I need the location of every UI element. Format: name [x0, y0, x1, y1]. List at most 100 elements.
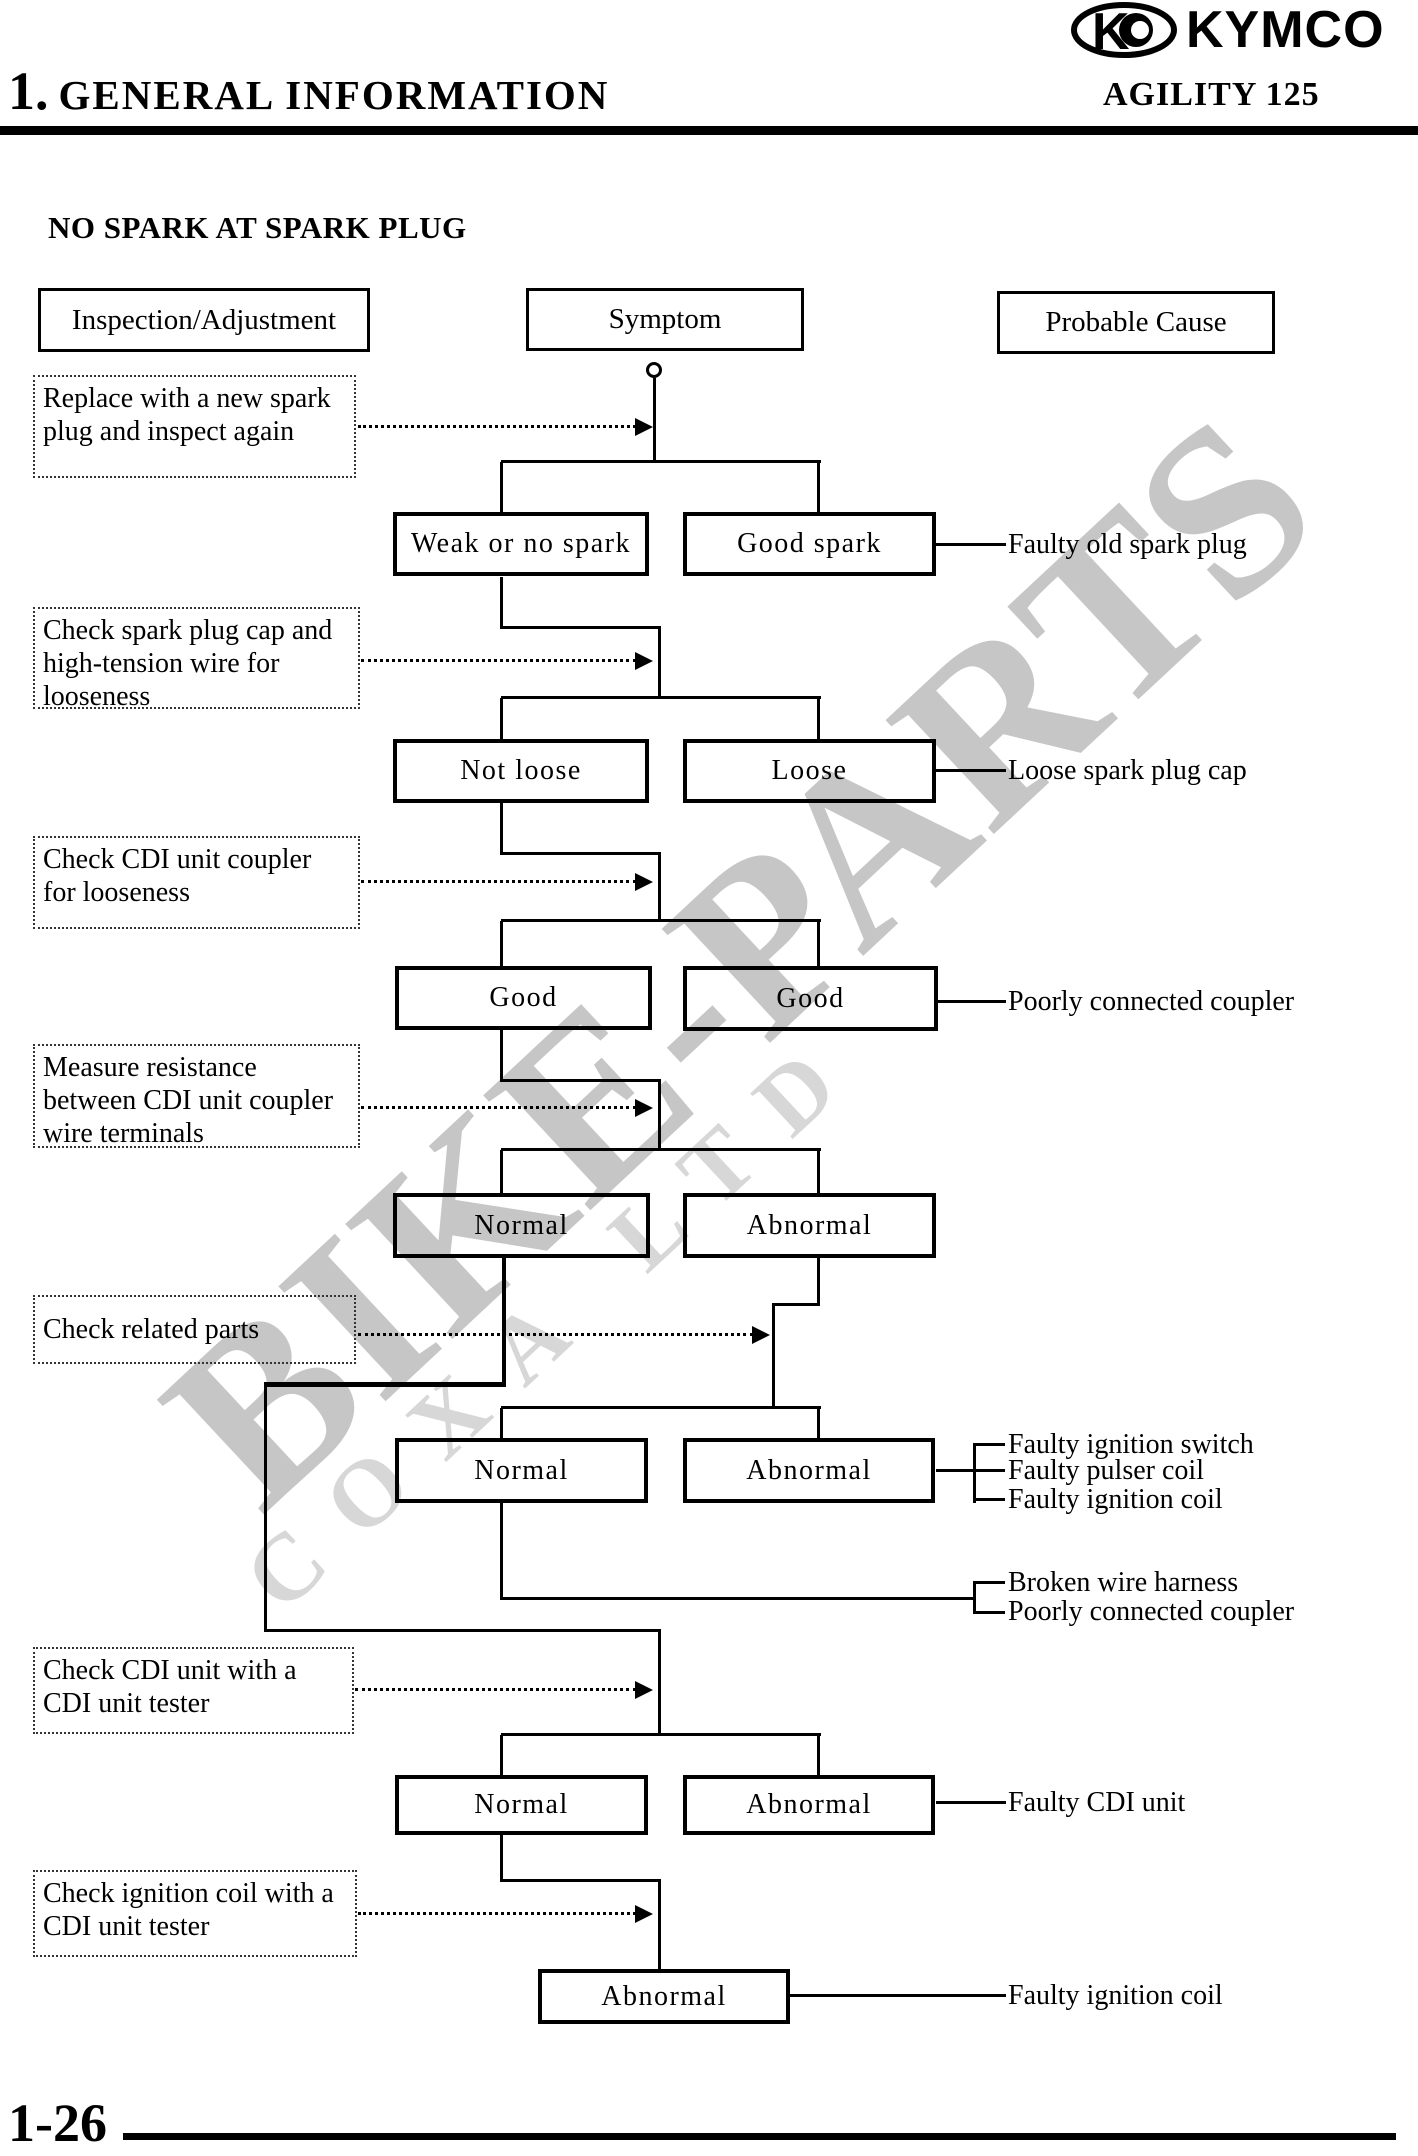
flow-line [658, 1631, 661, 1735]
flow-line [973, 1611, 1005, 1614]
inspection-step-4: Measure resistance between CDI unit coup… [33, 1044, 360, 1149]
flow-line [500, 1408, 503, 1440]
cause-label: Faulty ignition coil [1008, 1484, 1223, 1515]
inspection-step-1: Replace with a new spark plug and inspec… [33, 375, 356, 478]
page-number: 1-26 [8, 2093, 107, 2153]
cause-label: Broken wire harness [1008, 1567, 1239, 1598]
inspection-step-3: Check CDI unit coupler for looseness [33, 836, 360, 929]
symptom-box-not-loose: Not loose [393, 739, 649, 803]
symptom-box-good-right: Good [683, 966, 938, 1031]
dotted-arrow [361, 1099, 653, 1117]
flow-line [500, 1079, 661, 1082]
cause-label: Faulty ignition switch [1008, 1429, 1254, 1460]
symptom-box-normal-3: Normal [395, 1775, 648, 1835]
symptom-box-abnormal-3: Abnormal [683, 1775, 935, 1835]
flow-line [264, 1386, 267, 1631]
cause-label: Faulty old spark plug [1008, 529, 1247, 560]
flow-line [973, 1581, 976, 1614]
inspection-step-5: Check related parts [33, 1295, 356, 1364]
symptom-box-good-left: Good [395, 966, 652, 1030]
flow-line [500, 1503, 503, 1599]
footer-rule [123, 2133, 1396, 2140]
dotted-arrow [361, 652, 653, 670]
flow-line [500, 577, 503, 629]
flow-line [264, 1382, 506, 1387]
flow-line [817, 921, 820, 968]
section-title: 1. GENERAL INFORMATION [8, 60, 609, 122]
flow-line [500, 921, 503, 968]
flow-line [653, 378, 656, 462]
dotted-arrow [358, 1326, 770, 1344]
symptom-box-normal-1: Normal [393, 1193, 650, 1258]
column-header-inspection: Inspection/Adjustment [38, 288, 370, 352]
flow-line [772, 1303, 820, 1306]
flow-line [264, 1629, 661, 1632]
cause-label: Poorly connected coupler [1008, 986, 1295, 1017]
flow-line [500, 626, 661, 629]
cause-label: Poorly connected coupler [1008, 1596, 1295, 1627]
flow-line [501, 460, 821, 463]
flow-line [789, 1994, 1006, 1997]
flow-line [501, 1148, 821, 1151]
flow-line [817, 698, 820, 741]
flow-line [817, 1257, 820, 1306]
flow-line [973, 1469, 1005, 1472]
flow-line [817, 1408, 820, 1440]
flow-line [772, 1305, 775, 1407]
flow-line [936, 769, 1006, 772]
flow-line [973, 1443, 976, 1503]
flow-line [500, 462, 503, 514]
inspection-step-7: Check ignition coil with a CDI unit test… [33, 1870, 357, 1957]
flow-line [658, 1881, 661, 1970]
flow-line [658, 628, 661, 699]
kymco-logo-icon: K [1070, 2, 1178, 61]
model-label: AGILITY 125 [1103, 76, 1320, 113]
symptom-box-normal-2: Normal [395, 1438, 648, 1503]
symptom-box-weak-or-no-spark: Weak or no spark [393, 512, 649, 576]
flow-line [500, 1030, 503, 1082]
flow-line [501, 1406, 821, 1409]
flow-line [658, 1081, 661, 1151]
flow-line [500, 698, 503, 741]
symptom-box-abnormal-final: Abnormal [538, 1969, 790, 2024]
flow-line [502, 1257, 506, 1385]
flow-line [501, 919, 821, 922]
dotted-arrow [358, 418, 653, 436]
section-title-text: GENERAL INFORMATION [58, 72, 610, 118]
flow-line [500, 1597, 976, 1600]
page-heading: NO SPARK AT SPARK PLUG [48, 210, 467, 245]
flow-line [500, 803, 503, 855]
inspection-step-2: Check spark plug cap and high-tension wi… [33, 607, 360, 712]
symptom-box-abnormal-2: Abnormal [683, 1438, 935, 1503]
section-number: 1. [8, 61, 49, 121]
flow-line [973, 1498, 1005, 1501]
column-header-symptom: Symptom [526, 288, 804, 351]
dotted-arrow [355, 1681, 653, 1699]
title-rule [0, 126, 1418, 135]
flow-line [501, 696, 821, 699]
flow-line [936, 1801, 1006, 1804]
flow-line [817, 462, 820, 514]
flow-line [500, 1150, 503, 1195]
cause-label: Loose spark plug cap [1008, 755, 1247, 786]
flow-line [658, 854, 661, 922]
cause-label: Faulty ignition coil [1008, 1980, 1223, 2011]
dotted-arrow [358, 1905, 653, 1923]
flow-line [938, 1000, 1006, 1003]
inspection-step-6: Check CDI unit with a CDI unit tester [33, 1647, 354, 1734]
symptom-box-good-spark: Good spark [683, 512, 936, 576]
flow-line [936, 543, 1006, 546]
flow-start-node [646, 362, 662, 378]
flow-line [973, 1581, 1005, 1584]
flow-line [500, 852, 661, 855]
flow-line [501, 1733, 821, 1736]
symptom-box-loose: Loose [683, 739, 936, 803]
cause-label: Faulty CDI unit [1008, 1787, 1186, 1818]
flow-line [500, 1835, 503, 1882]
flow-line [817, 1150, 820, 1195]
cause-label: Faulty pulser coil [1008, 1455, 1204, 1486]
flow-line [817, 1735, 820, 1775]
column-header-probable-cause: Probable Cause [997, 291, 1275, 354]
flow-line [500, 1879, 661, 1882]
